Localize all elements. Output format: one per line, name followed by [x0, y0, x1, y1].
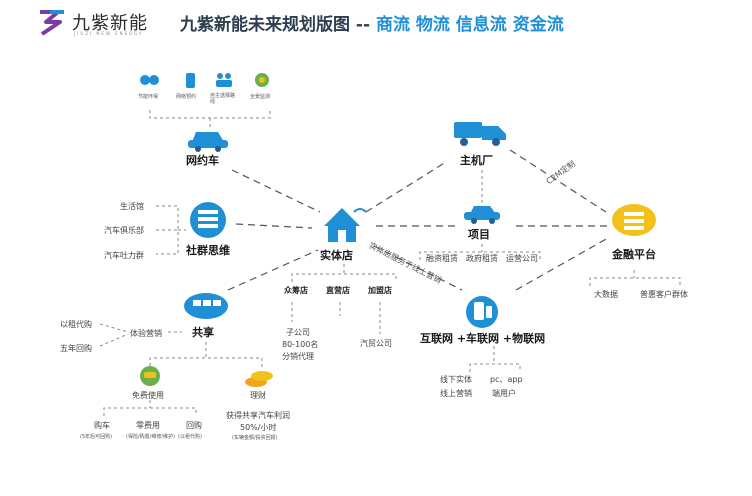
share-left-item: 以租代购: [60, 320, 92, 329]
internet-item: 端用户: [492, 389, 516, 398]
store-note: 80-100名: [282, 340, 319, 349]
connector-lines: [227, 149, 609, 291]
free-note: (保险/购置/维修/维护): [126, 434, 175, 440]
store-type: 直营店: [326, 286, 350, 295]
page-title: 九紫新能未来规划版图 -- 商流 物流 信息流 资金流: [180, 10, 564, 35]
internet-item: pc、app: [490, 375, 523, 384]
icon-energy-saving: [140, 75, 159, 85]
share-experience: 体验营销: [130, 329, 162, 338]
house-icon: [324, 208, 367, 242]
coins-icon: [245, 371, 273, 387]
invest-note: 获得共享汽车利润: [226, 411, 290, 420]
car-free-icon: [140, 366, 160, 386]
free-item: 购车: [94, 421, 110, 430]
free-note: (5年后可回购): [80, 434, 113, 440]
truck-icon: [454, 122, 506, 146]
server-icon: [190, 202, 226, 238]
node-xiangmu: 项目: [468, 228, 490, 241]
brand-name: 九紫新能: [72, 13, 148, 34]
project-item: 政府租赁: [466, 254, 498, 263]
title-prefix: 九紫新能未来规划版图 --: [180, 15, 376, 35]
node-hulianwang: 互联网 +车联网 +物联网: [420, 332, 546, 345]
store-type: 加盟店: [368, 286, 392, 295]
top-icon-label: 网络预约: [176, 94, 197, 100]
project-item: 融资租赁: [426, 254, 458, 263]
node-zhujichang: 主机厂: [460, 154, 493, 167]
node-gongxiang: 共享: [192, 326, 214, 339]
brand-subtitle: JIUZI NEW ENERGY: [74, 31, 144, 36]
store-note: 分销代理: [282, 352, 314, 361]
finance-item: 普惠客户群体: [640, 290, 688, 299]
top-icon-label: 全景监测: [250, 94, 271, 100]
project-item: 运营公司: [506, 254, 538, 263]
title-highlight: 商流 物流 信息流 资金流: [375, 15, 564, 35]
free-note: (以租代购): [178, 434, 202, 440]
top-icon-label: 节能环保: [138, 94, 159, 100]
top-icon-label: 自主选择路线: [210, 93, 236, 105]
icon-people-group: [216, 73, 232, 87]
brand-logo: [40, 10, 64, 36]
free-item: 零费用: [136, 421, 160, 430]
project-car-icon: [464, 206, 500, 224]
social-item: 汽车俱乐部: [104, 226, 144, 235]
store-type: 众筹店: [284, 286, 308, 295]
cloud-monitor-icon: [184, 293, 228, 319]
icon-globe: [255, 73, 269, 87]
invest-rate: 50%/小时: [240, 423, 277, 432]
node-jinrong: 金融平台: [612, 248, 656, 261]
internet-device-icon: [466, 296, 498, 328]
internet-item: 线下实体: [440, 375, 472, 384]
node-shetuan: 社群思维: [186, 244, 230, 257]
free-use-label: 免费使用: [132, 391, 164, 400]
store-extra: 汽贸公司: [360, 339, 392, 348]
branch-lines: [99, 110, 681, 416]
finance-item: 大数据: [594, 290, 618, 299]
node-wangyueche: 网约车: [186, 154, 219, 167]
free-item: 回购: [186, 421, 202, 430]
internet-item: 线上营销: [440, 389, 472, 398]
invest-foot: (车辆金额/投资回报): [232, 435, 278, 441]
node-shitidian: 实体店: [320, 249, 353, 262]
icon-mobile-phone: [186, 73, 195, 88]
social-item: 生活馆: [120, 202, 144, 211]
share-left-item: 五年回购: [60, 344, 92, 353]
invest-label: 理财: [250, 391, 266, 400]
social-item: 汽车吐力群: [104, 251, 144, 260]
store-note: 子公司: [286, 328, 310, 337]
car-icon: [188, 132, 228, 152]
finance-cloud-icon: [612, 204, 656, 236]
